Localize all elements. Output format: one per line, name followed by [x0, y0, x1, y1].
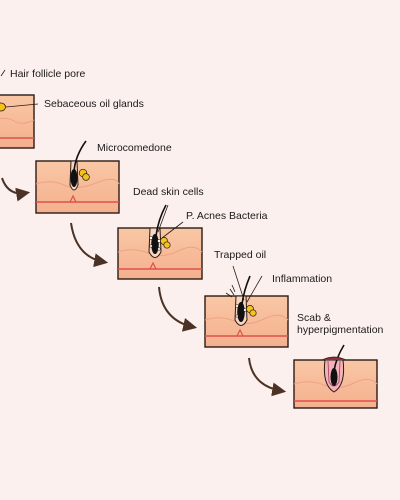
- label-hair-follicle-pore: Hair follicle pore: [10, 68, 86, 80]
- label-trapped-oil: Trapped oil: [214, 249, 267, 261]
- pointer-line-dead-skin: [157, 204, 169, 233]
- pointer-line-pore: [0, 69, 6, 77]
- label-p-acnes-bacteria: P. Acnes Bacteria: [186, 210, 268, 222]
- oil-gland-icon: [82, 173, 90, 181]
- arrow-2-icon: [70, 222, 109, 268]
- stage-3-bacteria: [117, 204, 203, 280]
- pointer-line-bacteria: [161, 221, 184, 239]
- stage-4-inflammation: [204, 275, 289, 348]
- label-dead-skin-cells: Dead skin cells: [133, 186, 204, 198]
- pointer-line-inflammation: [246, 275, 263, 303]
- oil-gland-icon: [0, 102, 6, 112]
- hair-icon: [73, 140, 87, 173]
- arrow-1-icon: [1, 177, 31, 202]
- stage-5-scab: [293, 344, 378, 409]
- inflammation-marks-icon: [225, 284, 236, 298]
- oil-gland-icon: [163, 241, 171, 249]
- label-scab-line-2: hyperpigmentation: [297, 324, 384, 336]
- stage-1-normal-pore: [0, 94, 35, 149]
- arrow-4-icon: [248, 357, 287, 397]
- arrow-3-icon: [158, 286, 198, 332]
- stage-2-microcomedone: [35, 140, 120, 214]
- label-sebaceous-oil-glands: Sebaceous oil glands: [44, 98, 144, 110]
- pointer-line-trapped-oil: [232, 265, 245, 301]
- pointer-line-sebaceous: [5, 103, 39, 108]
- label-inflammation: Inflammation: [272, 273, 333, 285]
- hair-icon: [155, 204, 167, 237]
- oil-gland-icon: [249, 309, 257, 317]
- label-scab-line-1: Scab &: [297, 312, 331, 324]
- label-microcomedone: Microcomedone: [97, 142, 172, 154]
- hair-icon: [241, 275, 251, 305]
